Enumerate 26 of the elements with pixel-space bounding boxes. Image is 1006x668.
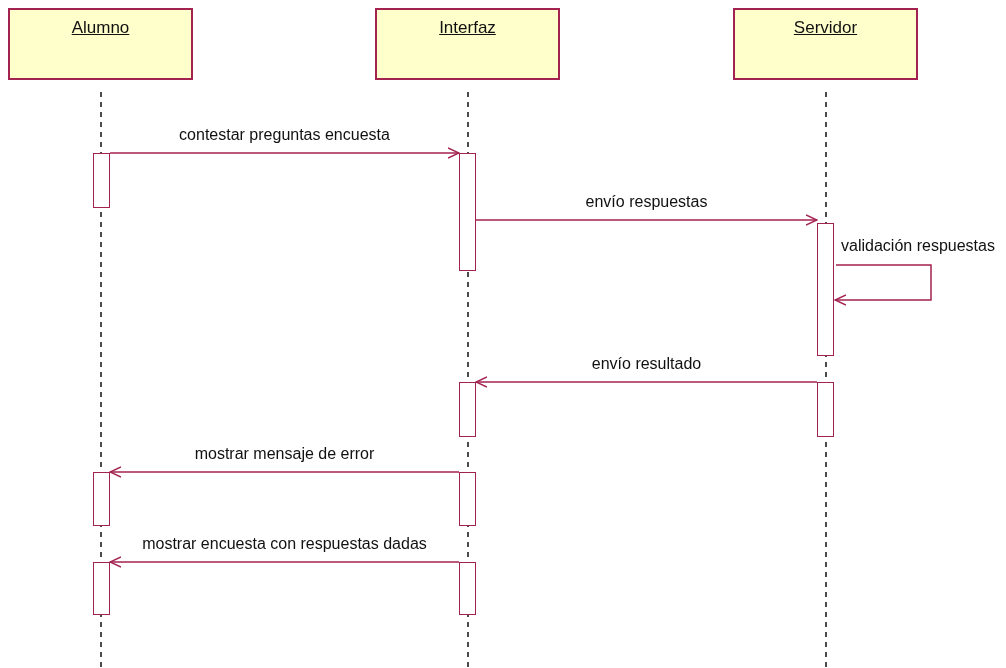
message-arrow [109,147,460,159]
participant-box [8,8,193,80]
activation-bar [93,153,110,208]
message-arrow [475,376,818,388]
activation-bar [459,153,476,271]
message-label: validación respuestas [839,237,997,255]
message-arrow [475,214,818,226]
participant-name: Alumno [71,18,130,38]
participant-name: Servidor [793,18,858,38]
participant-box [375,8,560,80]
activation-bar [459,472,476,526]
activation-bar [93,562,110,615]
message-label: contestar preguntas encuesta [177,126,392,144]
message-label: mostrar encuesta con respuestas dadas [140,535,429,553]
message-arrow [109,556,460,568]
activation-bar [93,472,110,526]
activation-bar [459,562,476,615]
message-arrow [834,264,932,306]
activation-bar [459,382,476,437]
activation-bar [817,382,834,437]
message-label: envío respuestas [583,193,710,211]
participant-box [733,8,918,80]
activation-bar [817,223,834,356]
message-arrow [109,466,460,478]
participant-name: Interfaz [439,18,496,38]
message-label: mostrar mensaje de error [192,445,377,463]
